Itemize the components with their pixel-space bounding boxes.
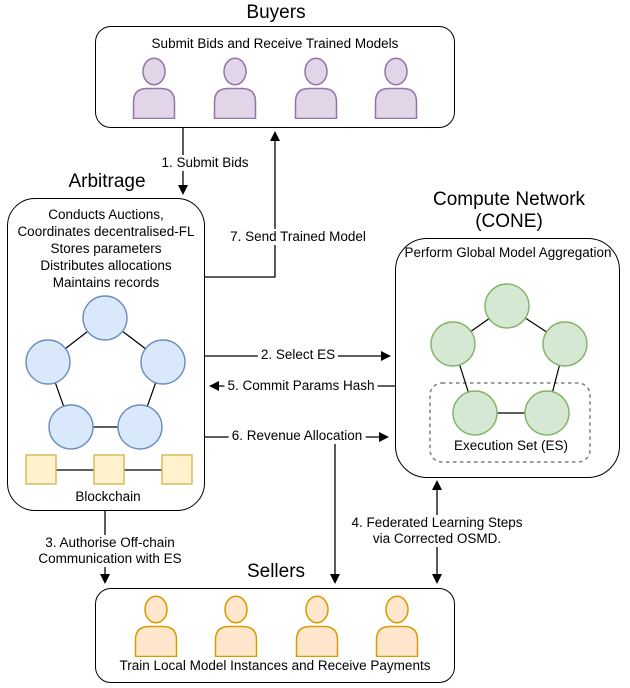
- arbitrage-description-line: Coordinates decentralised-FL: [17, 224, 195, 239]
- execution-set-label: Execution Set (ES): [453, 438, 569, 453]
- edge-label-federated-line2: via Corrected OSMD.: [372, 531, 502, 546]
- edge-label-federated-learning: 4. Federated Learning Steps via Correcte…: [348, 515, 526, 547]
- edge-label-submit-bids: 1. Submit Bids: [158, 155, 252, 171]
- blockchain-label: Blockchain: [75, 489, 141, 504]
- buyers-subtitle: Submit Bids and Receive Trained Models: [151, 36, 399, 51]
- edge-label-federated-line1: 4. Federated Learning Steps: [351, 515, 523, 530]
- cone-title-line2: (CONE): [475, 211, 543, 232]
- arbitrage-description-line: Conducts Auctions,: [48, 207, 164, 222]
- arbitrage-description-line: Stores parameters: [50, 241, 162, 256]
- arbitrage-description-line: Distributes allocations: [40, 258, 172, 273]
- cone-title: Compute Network (CONE): [433, 189, 585, 233]
- cone-title-line1: Compute Network: [432, 189, 586, 210]
- arbitrage-description: Conducts Auctions, Coordinates decentral…: [7, 206, 205, 291]
- sellers-subtitle: Train Local Model Instances and Receive …: [119, 658, 431, 673]
- buyers-title: Buyers: [246, 2, 306, 23]
- edge-label-select-es: 2. Select ES: [257, 347, 339, 363]
- arbitrage-description-line: Maintains records: [52, 275, 160, 290]
- edge-label-authorise-offchain: 3. Authorise Off-chain Communication wit…: [35, 535, 185, 567]
- cone-subtitle: Perform Global Model Aggregation: [404, 245, 612, 260]
- edge-label-send-trained-model: 7. Send Trained Model: [227, 229, 369, 245]
- edge-label-authorise-line1: 3. Authorise Off-chain: [45, 535, 175, 550]
- arbitrage-title: Arbitrage: [68, 171, 146, 192]
- edge-label-revenue-allocation: 6. Revenue Allocation: [228, 428, 366, 444]
- sellers-title: Sellers: [246, 561, 306, 582]
- edge-label-commit-params-hash: 5. Commit Params Hash: [224, 378, 378, 394]
- edge-label-authorise-line2: Communication with ES: [38, 551, 182, 566]
